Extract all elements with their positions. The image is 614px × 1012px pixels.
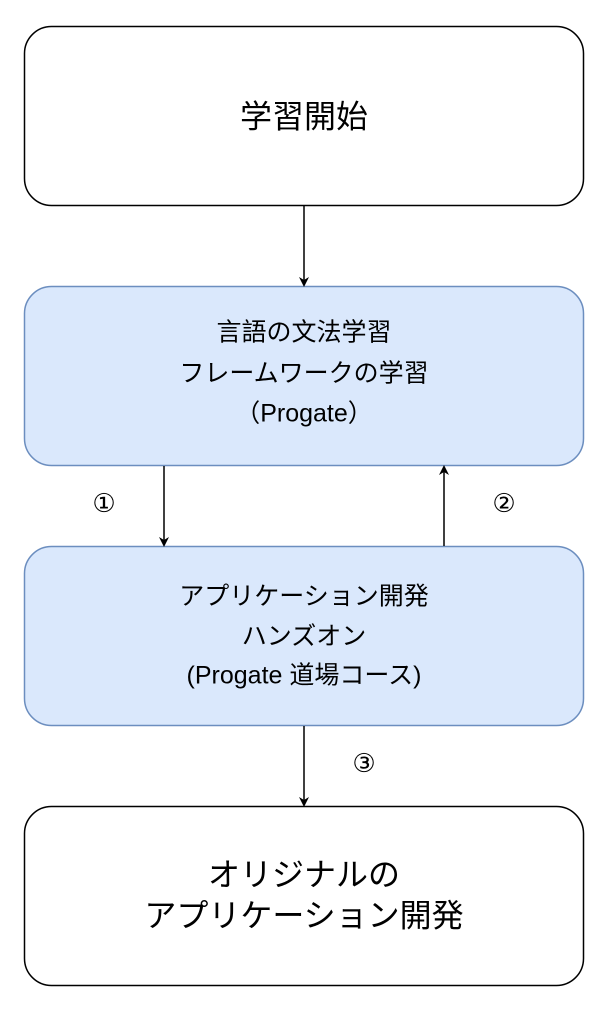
node-grammar-line-2: フレームワークの学習 <box>179 360 428 388</box>
node-original-line-2: アプリケーション開発 <box>144 897 463 933</box>
node-original-line-1: オリジナルの <box>208 856 400 892</box>
node-start-label: 学習開始 <box>240 98 368 134</box>
edge-label-2: ② <box>492 488 515 518</box>
node-handson-line-3: (Progate 道場コース) <box>187 662 422 690</box>
edge-label-1: ① <box>92 488 115 518</box>
node-original[interactable]: オリジナルの アプリケーション開発 <box>23 805 585 987</box>
node-grammar[interactable]: 言語の文法学習 フレームワークの学習 （Progate） <box>23 285 585 467</box>
node-handson[interactable]: アプリケーション開発 ハンズオン (Progate 道場コース) <box>23 545 585 727</box>
node-grammar-line-3: （Progate） <box>235 400 373 428</box>
node-handson-line-2: ハンズオン <box>242 623 367 651</box>
edge-label-3: ③ <box>352 748 375 778</box>
node-start[interactable]: 学習開始 <box>23 25 585 207</box>
node-handson-line-1: アプリケーション開発 <box>179 583 429 611</box>
node-grammar-line-1: 言語の文法学習 <box>216 319 391 347</box>
